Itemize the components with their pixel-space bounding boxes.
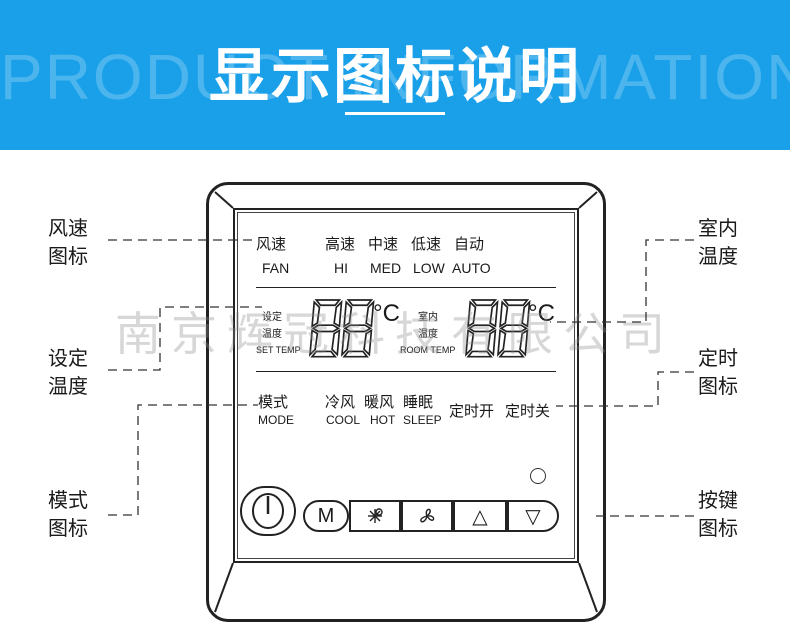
lcd-timer-off-cn: 定时关 — [505, 402, 551, 420]
header-watermark: PRODUCT INFORMATION — [0, 41, 790, 113]
lcd-med-en: MED — [370, 260, 402, 276]
leader-room-temp — [550, 239, 694, 323]
lcd-set-temp-cn-2: 温度 — [262, 329, 282, 340]
device-outer-frame — [206, 182, 606, 622]
lcd-room-temp-cn-1: 室内 — [418, 312, 438, 323]
lcd-hi-cn: 高速 — [325, 235, 356, 253]
leader-timer — [556, 371, 694, 407]
down-button[interactable]: ▽ — [507, 500, 559, 532]
snowflake-sun-icon — [368, 508, 383, 523]
lcd-set-temp-en: SET TEMP — [256, 345, 301, 355]
label-mode: 模式 图标 — [48, 488, 88, 540]
lcd-cool-cn: 冷风 — [325, 393, 356, 411]
mode-button[interactable]: M — [303, 500, 349, 532]
title-underline — [345, 112, 445, 115]
lcd-mode-en: MODE — [258, 413, 294, 427]
set-temp-unit: °C — [373, 300, 400, 327]
leader-set-temp — [108, 306, 262, 371]
mode-button-label: M — [317, 504, 335, 527]
lcd-sleep-cn: 睡眠 — [403, 393, 434, 411]
lcd-cool-en: COOL — [326, 413, 361, 427]
lcd-hot-cn: 暖风 — [364, 393, 395, 411]
lcd-divider-bottom — [256, 371, 556, 372]
label-buttons: 按键 图标 — [698, 488, 738, 540]
label-room-temp: 室内 温度 — [698, 216, 738, 268]
device-inner-frame — [233, 208, 579, 563]
page-title: 显示图标说明 — [209, 42, 581, 112]
up-button[interactable]: △ — [453, 500, 507, 532]
fan-button[interactable] — [401, 500, 453, 532]
lcd-divider-top — [256, 287, 556, 288]
fan-icon — [420, 508, 435, 523]
lcd-room-temp-cn-2: 温度 — [418, 329, 438, 340]
label-set-temp: 设定 温度 — [48, 346, 88, 398]
power-button[interactable] — [240, 486, 296, 536]
power-icon — [252, 493, 284, 529]
lcd-low-cn: 低速 — [411, 235, 442, 253]
header-band: PRODUCT INFORMATION 显示图标说明 — [0, 0, 790, 150]
lcd-low-en: LOW — [413, 260, 445, 276]
lcd-fan-cn: 风速 — [256, 235, 287, 253]
indicator-led — [530, 468, 546, 484]
lcd-room-temp-en: ROOM TEMP — [400, 345, 456, 355]
lcd-set-temp-cn-1: 设定 — [262, 312, 282, 323]
lcd-timer-on-cn: 定时开 — [449, 402, 495, 420]
lcd-panel — [237, 212, 575, 559]
lcd-fan-en: FAN — [262, 260, 290, 276]
lcd-med-cn: 中速 — [368, 235, 399, 253]
label-timer: 定时 图标 — [698, 346, 738, 398]
up-arrow-icon: △ — [472, 505, 488, 528]
lcd-mode-cn: 模式 — [258, 393, 289, 411]
label-fan-speed: 风速 图标 — [48, 216, 88, 268]
leader-mode — [108, 404, 258, 516]
cool-heat-button[interactable] — [349, 500, 401, 532]
lcd-hot-en: HOT — [370, 413, 396, 427]
lcd-sleep-en: SLEEP — [403, 413, 442, 427]
lcd-auto-cn: 自动 — [454, 235, 485, 253]
down-arrow-icon: ▽ — [525, 505, 541, 528]
lcd-auto-en: AUTO — [452, 260, 491, 276]
lcd-hi-en: HI — [334, 260, 348, 276]
